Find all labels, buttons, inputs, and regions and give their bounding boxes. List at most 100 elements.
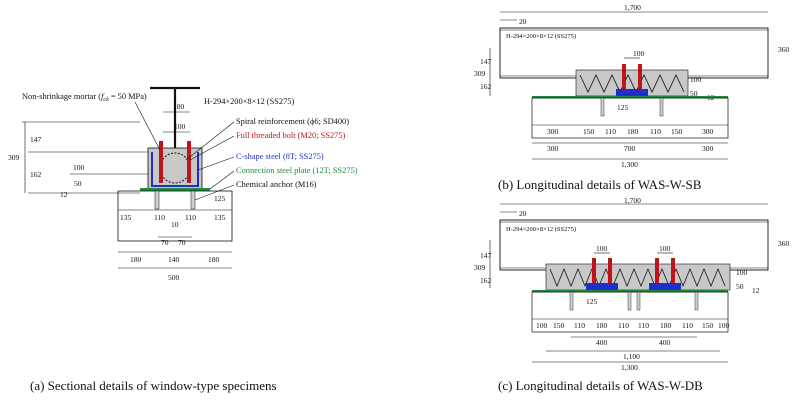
hsection-label: H-294×200×8×12 (SS275) [204, 97, 294, 106]
svg-text:150: 150 [583, 127, 595, 136]
svg-text:180: 180 [627, 127, 639, 136]
svg-text:180: 180 [596, 321, 608, 330]
svg-text:110: 110 [154, 213, 165, 222]
cshape-label: C-shape steel (8T; SS275) [236, 152, 324, 161]
svg-text:180: 180 [208, 255, 220, 264]
anchor-label: Chemical anchor (M16) [236, 180, 317, 189]
bolt-c1 [592, 258, 596, 286]
plate-c [532, 290, 728, 293]
spiral-b [579, 74, 685, 93]
svg-text:100: 100 [659, 244, 671, 253]
svg-text:135: 135 [214, 213, 226, 222]
anchor-right [190, 190, 196, 210]
panel-a-sectional: Non-shrinkage mortar (fck = 50 MPa) H-29… [8, 86, 358, 393]
svg-text:110: 110 [638, 321, 649, 330]
panel-b-longitudinal-sb: 1,700 20 H-294×200×8×12 (SS275) 360 309 … [474, 3, 790, 192]
svg-text:100: 100 [536, 321, 548, 330]
svg-text:20: 20 [519, 209, 527, 218]
svg-text:12: 12 [60, 190, 68, 199]
svg-text:147: 147 [30, 135, 42, 144]
svg-text:1,300: 1,300 [621, 363, 638, 372]
bolt-c2 [608, 258, 612, 286]
svg-text:300: 300 [702, 127, 714, 136]
svg-text:700: 700 [624, 144, 636, 153]
svg-text:110: 110 [185, 213, 196, 222]
anchor-left [154, 190, 160, 210]
cshape-b [616, 89, 648, 96]
foundation-b [531, 97, 729, 139]
svg-text:H-294×200×8×12 (SS275): H-294×200×8×12 (SS275) [506, 33, 576, 40]
svg-text:500: 500 [168, 273, 180, 282]
plate-label: Connection steel plate (12T; SS275) [236, 166, 358, 175]
svg-text:360: 360 [778, 45, 790, 54]
spiral-label: Spiral reinforcement (ϕ6; SD400) [236, 117, 349, 126]
svg-text:125: 125 [214, 194, 226, 203]
bolt-b1 [622, 64, 626, 92]
svg-text:100: 100 [718, 321, 730, 330]
svg-text:360: 360 [778, 239, 790, 248]
caption-c: (c) Longitudinal details of WAS-W-DB [498, 378, 703, 393]
caption-b: (b) Longitudinal details of WAS-W-SB [498, 177, 702, 192]
svg-text:1,100: 1,100 [623, 352, 640, 361]
c-shape-steel [151, 152, 199, 187]
svg-text:300: 300 [547, 127, 559, 136]
svg-text:162: 162 [30, 170, 42, 179]
svg-text:1,700: 1,700 [624, 3, 641, 12]
svg-text:309: 309 [8, 153, 20, 162]
svg-text:309: 309 [474, 69, 486, 78]
bolt-b2 [638, 64, 642, 92]
bolt-c4 [671, 258, 675, 286]
svg-text:70: 70 [161, 238, 169, 247]
svg-text:162: 162 [480, 82, 492, 91]
caption-a: (a) Sectional details of window-type spe… [30, 378, 277, 393]
svg-text:147: 147 [480, 57, 492, 66]
svg-text:110: 110 [682, 321, 693, 330]
svg-text:100: 100 [736, 268, 748, 277]
svg-text:140: 140 [168, 255, 180, 264]
connection-plate [140, 188, 210, 191]
svg-text:70: 70 [178, 238, 186, 247]
svg-text:100: 100 [596, 244, 608, 253]
svg-text:50: 50 [690, 89, 698, 98]
svg-text:110: 110 [574, 321, 585, 330]
mortar-label: Non-shrinkage mortar (fck = 50 MPa) [22, 92, 147, 103]
svg-text:1,700: 1,700 [624, 196, 641, 205]
bolt-c3 [655, 258, 659, 286]
svg-text:H-294×200×8×12 (SS275): H-294×200×8×12 (SS275) [506, 226, 576, 233]
mortar-block [147, 147, 203, 191]
svg-text:50: 50 [74, 179, 82, 188]
svg-text:400: 400 [596, 338, 608, 347]
cshape-c2 [649, 283, 681, 290]
svg-text:150: 150 [702, 321, 714, 330]
svg-text:180: 180 [660, 321, 672, 330]
svg-text:162: 162 [480, 276, 492, 285]
svg-text:150: 150 [671, 127, 683, 136]
cshape-c1 [586, 283, 618, 290]
svg-text:180: 180 [173, 102, 185, 111]
svg-text:10: 10 [171, 220, 179, 229]
svg-text:125: 125 [617, 103, 629, 112]
svg-text:100: 100 [690, 75, 702, 84]
foundation [117, 190, 233, 242]
svg-text:20: 20 [519, 17, 527, 26]
svg-text:135: 135 [120, 213, 132, 222]
svg-text:110: 110 [618, 321, 629, 330]
svg-text:180: 180 [130, 255, 142, 264]
svg-text:100: 100 [633, 49, 645, 58]
mortar-c [545, 263, 731, 291]
svg-text:300: 300 [547, 144, 559, 153]
bolt-right [187, 141, 191, 183]
svg-text:300: 300 [702, 144, 714, 153]
svg-text:110: 110 [650, 127, 661, 136]
svg-text:150: 150 [553, 321, 565, 330]
svg-text:110: 110 [605, 127, 616, 136]
svg-text:12: 12 [752, 286, 760, 295]
svg-text:400: 400 [659, 338, 671, 347]
svg-text:125: 125 [586, 297, 598, 306]
svg-text:309: 309 [474, 263, 486, 272]
svg-text:147: 147 [480, 251, 492, 260]
spiral-c [549, 267, 726, 288]
bolt-left [159, 141, 163, 183]
svg-text:100: 100 [73, 163, 85, 172]
